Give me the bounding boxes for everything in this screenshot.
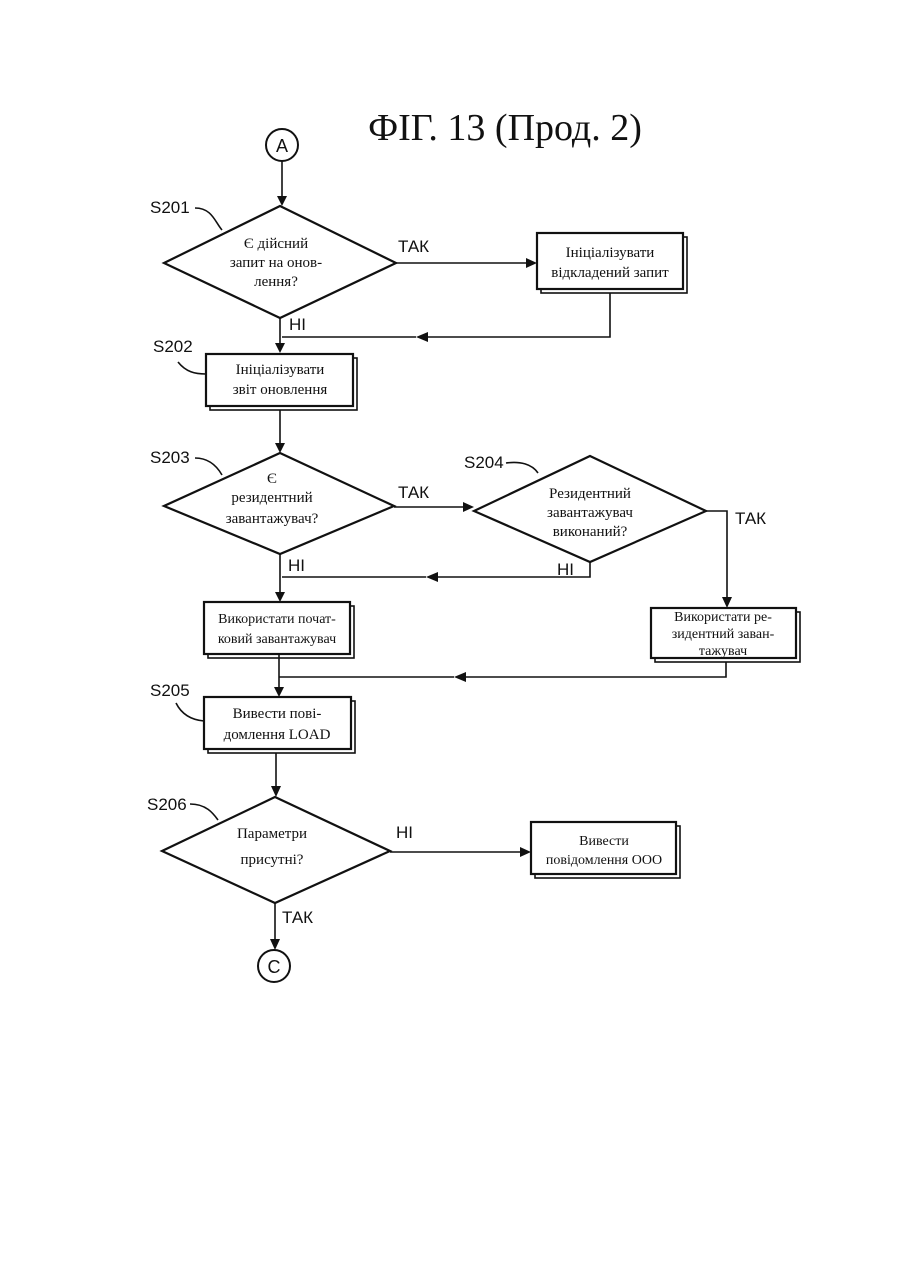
- decision-s206: [162, 797, 390, 903]
- initial-loader-line-2: ковий завантажувач: [218, 632, 336, 647]
- connector-a-label: A: [276, 136, 288, 156]
- s204-no-label: НІ: [557, 560, 574, 579]
- s203-line-2: резидентний: [231, 490, 312, 506]
- connector-c-label: C: [268, 957, 281, 977]
- s206-no-label: НІ: [396, 823, 413, 842]
- s205-line-2: домлення LOAD: [224, 727, 331, 743]
- s201-no-label: НІ: [289, 315, 306, 334]
- s201-line-3: лення?: [254, 274, 298, 290]
- step-label-s205: S205: [150, 681, 190, 700]
- init-deferred-line-1: Ініціалізувати: [566, 245, 655, 261]
- step-label-s202: S202: [153, 337, 193, 356]
- step-label-s204: S204: [464, 453, 504, 472]
- resident-loader-line-3: тажувач: [699, 644, 747, 659]
- s206-line-1: Параметри: [237, 826, 307, 842]
- resident-loader-line-1: Використати ре-: [674, 610, 772, 625]
- initial-loader-line-1: Використати почат-: [218, 612, 336, 627]
- s206-line-2: присутні?: [241, 852, 304, 868]
- figure-title: ФІГ. 13 (Прод. 2): [368, 107, 642, 149]
- output-ooo-line-2: повідомлення ООО: [546, 853, 662, 868]
- step-label-s203: S203: [150, 448, 190, 467]
- step-label-s201: S201: [150, 198, 190, 217]
- s201-line-2: запит на онов-: [230, 255, 322, 271]
- s206-yes-label: ТАК: [282, 908, 313, 927]
- init-deferred-line-2: відкладений запит: [551, 265, 669, 281]
- s203-line-3: завантажувач?: [226, 511, 319, 527]
- s202-line-1: Ініціалізувати: [236, 362, 325, 378]
- resident-loader-line-2: зидентний заван-: [672, 627, 775, 642]
- s204-line-2: завантажувач: [547, 505, 633, 521]
- s204-line-3: виконаний?: [553, 524, 628, 540]
- s201-line-1: Є дійсний: [244, 236, 308, 252]
- s204-yes-label: ТАК: [735, 509, 766, 528]
- s202-line-2: звіт оновлення: [233, 382, 328, 398]
- output-ooo-line-1: Вивести: [579, 834, 629, 849]
- s203-yes-label: ТАК: [398, 483, 429, 502]
- s204-line-1: Резидентний: [549, 486, 631, 502]
- s203-line-1: Є: [267, 471, 277, 487]
- s203-no-label: НІ: [288, 556, 305, 575]
- s201-yes-label: ТАК: [398, 237, 429, 256]
- s205-line-1: Вивести пові-: [233, 706, 322, 722]
- step-label-s206: S206: [147, 795, 187, 814]
